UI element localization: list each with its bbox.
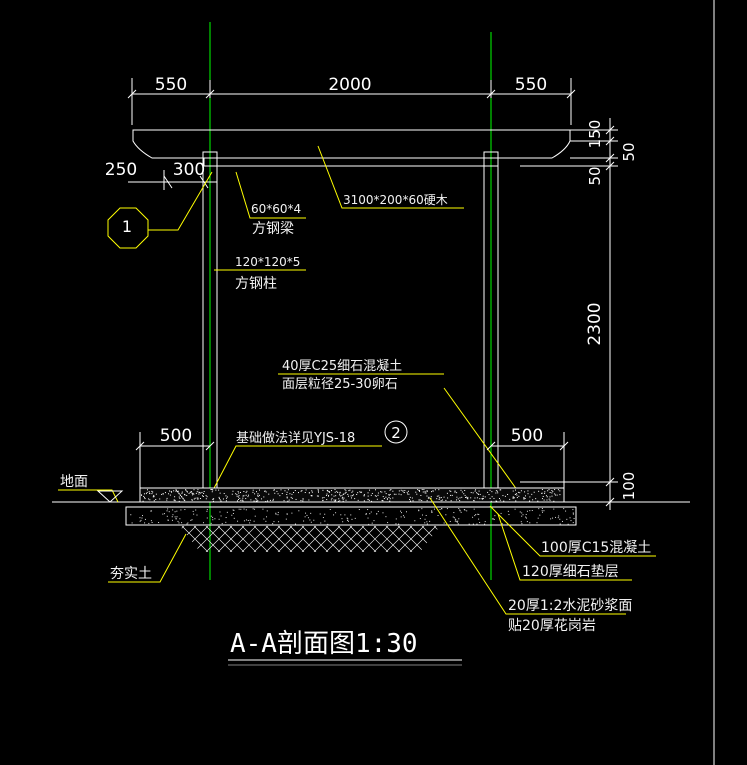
dim-right-150: 150 xyxy=(586,120,604,149)
label-paving-line2: 面层粒径25-30卵石 xyxy=(282,377,398,392)
right-dimension-chain xyxy=(520,118,618,510)
concrete-texture xyxy=(130,508,575,525)
dim-bottom-left-500: 500 xyxy=(160,426,192,446)
leader-mortar xyxy=(429,497,626,615)
concrete-base xyxy=(125,506,577,526)
steel-beam xyxy=(203,157,499,167)
dim-top-left: 550 xyxy=(155,75,187,95)
detail-marker-1-label: 1 xyxy=(122,217,132,236)
ground-symbol xyxy=(96,490,124,503)
dim-left-250: 250 xyxy=(105,160,137,180)
dim-left-300: 300 xyxy=(173,160,205,180)
leader-gravel xyxy=(497,513,632,581)
label-paving-line1: 40厚C25细石混凝土 xyxy=(282,358,402,374)
compacted-soil-hatch xyxy=(180,526,440,552)
dim-right-2300: 2300 xyxy=(585,302,605,345)
dim-right-100: 100 xyxy=(620,472,638,501)
top-dimension-chain xyxy=(127,78,576,125)
dim-top-middle: 2000 xyxy=(328,75,371,95)
label-column-size: 120*120*5 xyxy=(235,255,300,269)
leader-c15 xyxy=(489,505,656,557)
bottom-dimension-chain xyxy=(135,432,569,494)
detail-marker-1 xyxy=(107,207,149,249)
label-foundation-ref: 基础做法详见YJS-18 xyxy=(236,431,355,446)
leader-detail-1 xyxy=(148,171,213,231)
label-compacted-soil: 夯实土 xyxy=(110,566,152,582)
leader-compacted-soil xyxy=(108,533,187,583)
drawing-title: A-A剖面图1:30 xyxy=(230,629,418,659)
detail-marker-2 xyxy=(384,420,408,444)
label-layer-c15: 100厚C15混凝土 xyxy=(541,540,651,556)
paving-texture xyxy=(141,489,561,502)
leader-beam xyxy=(235,171,306,219)
leader-foundation xyxy=(211,445,382,493)
label-beam-size: 60*60*4 xyxy=(251,202,301,216)
label-layer-mortar: 20厚1:2水泥砂浆面 xyxy=(508,598,632,614)
dim-bottom-right-500: 500 xyxy=(511,426,543,446)
label-ground: 地面 xyxy=(60,474,88,490)
dim-right-50b: 50 xyxy=(586,166,604,185)
leader-paving xyxy=(443,387,521,495)
dim-right-50a: 50 xyxy=(620,142,638,161)
leader-ground xyxy=(58,489,119,503)
hardwood-plank xyxy=(132,129,571,159)
left-dimension-chain xyxy=(128,170,217,190)
label-layer-gravel: 120厚细石垫层 xyxy=(522,564,619,580)
leader-hardwood xyxy=(317,145,464,209)
label-beam-name: 方钢梁 xyxy=(252,221,294,237)
dim-top-right: 550 xyxy=(515,75,547,95)
label-top-wood: 3100*200*60硬木 xyxy=(343,193,448,207)
label-column-name: 方钢柱 xyxy=(235,276,277,292)
label-layer-granite: 贴20厚花岗岩 xyxy=(508,618,596,634)
detail-marker-2-label: 2 xyxy=(391,424,401,442)
